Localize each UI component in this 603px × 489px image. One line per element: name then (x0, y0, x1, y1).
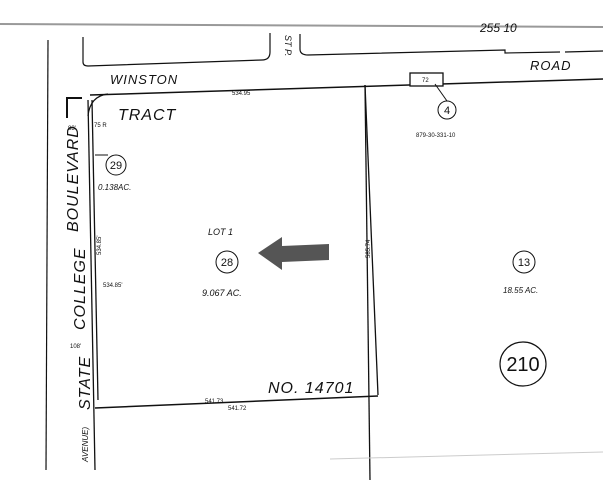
parcel-4-circle (437, 100, 457, 120)
book-page-number: 210 (506, 354, 539, 376)
leader-line (434, 83, 448, 102)
avenue-label: AVENUE) (81, 427, 90, 463)
dim-bottom: 541.73 (205, 399, 224, 405)
dim-right: 585.74 (366, 239, 372, 258)
block-outline-right (299, 34, 603, 56)
dim-top: 534.95 (232, 91, 251, 97)
boulevard-line (87, 99, 96, 471)
parcel-4-box (409, 72, 444, 87)
parcel-13-acreage: 18.55 AC. (503, 286, 538, 295)
corner-mark (66, 97, 82, 118)
winston-label: WINSTON (110, 72, 178, 87)
road-left-line (45, 39, 49, 471)
dim-left-c2: 534.85' (103, 283, 123, 289)
winston-road-line (89, 78, 603, 96)
boulevard-label: BOULEVARD (65, 125, 82, 232)
tract-number: NO. 14701 (268, 380, 354, 397)
tract-label: TRACT (118, 107, 177, 124)
dim-left-a: 83' (68, 126, 76, 132)
parcel-4-number: 4 (444, 105, 450, 117)
parcel-28-number: 28 (221, 257, 233, 269)
college-label: COLLEGE (72, 247, 89, 330)
dim-top-small: 72 (422, 78, 429, 84)
parcel-28-acreage: 9.067 AC. (202, 288, 242, 298)
road-label: ROAD (530, 58, 572, 73)
header-fragment: 255 10 (479, 21, 517, 35)
parcel-29-acreage: 0.138AC. (98, 183, 131, 192)
dim-left-b: 75 R (94, 123, 107, 129)
side-street-label: ST P. (283, 35, 293, 56)
parcel-28-east (364, 84, 371, 481)
page-top-edge (0, 23, 603, 28)
parcel-29-circle (105, 154, 127, 176)
dim-bottom-b: 541.72 (228, 406, 247, 412)
parcel-28-circle (215, 250, 239, 274)
state-label: STATE (77, 356, 94, 410)
lot-label: LOT 1 (208, 227, 233, 237)
book-page-circle (499, 341, 547, 387)
parcel-13-number: 13 (518, 257, 530, 269)
parcel-29-number: 29 (110, 160, 122, 172)
arrow-pointer-icon (258, 237, 329, 270)
corner-curve (87, 93, 109, 117)
dim-left-c: 534.85' (97, 236, 103, 256)
dim-left-d: 108' (70, 344, 81, 350)
parcel-13-circle (512, 250, 536, 274)
parcel-28-west (91, 99, 99, 401)
parcel-28-east-b (364, 84, 379, 396)
scan-edge (329, 451, 603, 460)
block-outline-left (82, 33, 271, 67)
parcel-4-note: 879-30-331-10 (416, 133, 456, 139)
parcel-28-south (94, 395, 379, 409)
